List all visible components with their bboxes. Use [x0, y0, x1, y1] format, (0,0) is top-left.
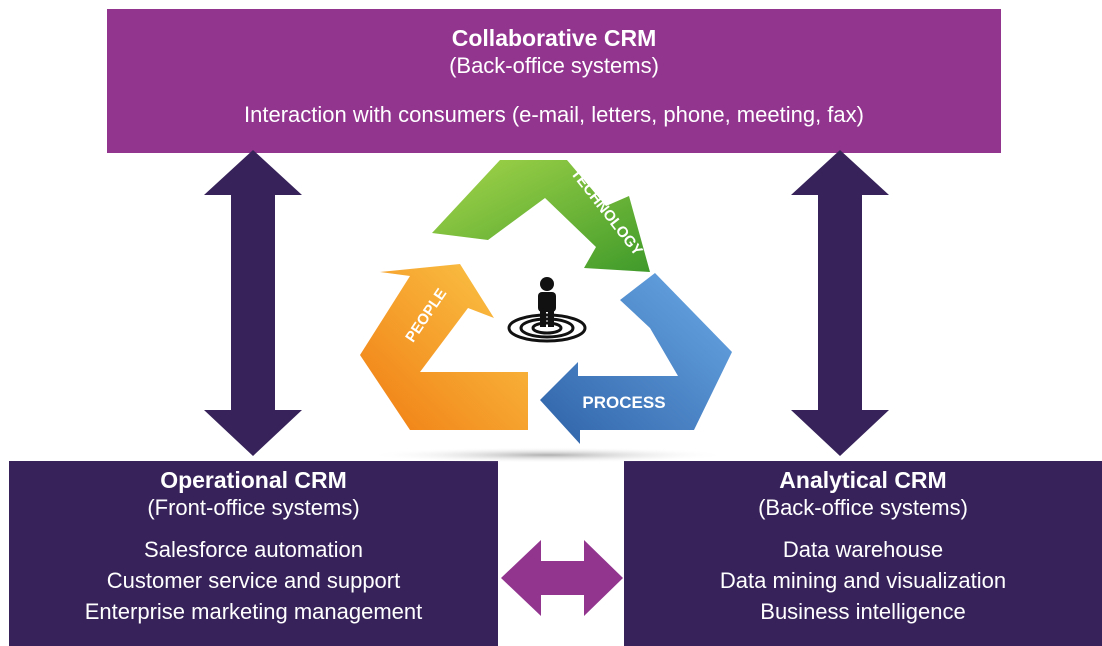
left-vertical-double-arrow: [204, 150, 302, 456]
operational-crm-item: Enterprise marketing management: [84, 599, 423, 624]
process-label: PROCESS: [582, 393, 665, 412]
analytical-crm-item: Data warehouse: [782, 537, 944, 562]
analytical-crm-title: Analytical CRM: [779, 467, 947, 493]
operational-crm-item: Customer service and support: [106, 568, 401, 593]
process-arrow: [540, 273, 732, 444]
collaborative-crm-box: Collaborative CRM (Back-office systems) …: [107, 9, 1001, 153]
horizontal-double-arrow: [501, 540, 623, 616]
operational-crm-items: Salesforce automation Customer service a…: [9, 534, 498, 627]
analytical-crm-items: Data warehouse Data mining and visualiza…: [624, 534, 1102, 627]
operational-crm-subtitle: (Front-office systems): [147, 495, 360, 520]
operational-crm-title: Operational CRM: [160, 467, 347, 493]
analytical-crm-item: Business intelligence: [760, 599, 966, 624]
operational-crm-item: Salesforce automation: [144, 537, 363, 562]
technology-arrow: [432, 160, 650, 272]
people-arrow: [360, 264, 528, 430]
person-on-target-icon: [507, 277, 587, 343]
cycle-shadow: [368, 447, 728, 463]
collaborative-crm-description: Interaction with consumers (e-mail, lett…: [244, 102, 864, 127]
operational-crm-box: Operational CRM (Front-office systems) S…: [9, 461, 498, 646]
analytical-crm-item: Data mining and visualization: [719, 568, 1007, 593]
collaborative-crm-title: Collaborative CRM: [451, 25, 657, 51]
analytical-crm-subtitle: (Back-office systems): [758, 495, 968, 520]
analytical-crm-box: Analytical CRM (Back-office systems) Dat…: [624, 461, 1102, 646]
collaborative-crm-subtitle: (Back-office systems): [449, 53, 659, 78]
right-vertical-double-arrow: [791, 150, 889, 456]
